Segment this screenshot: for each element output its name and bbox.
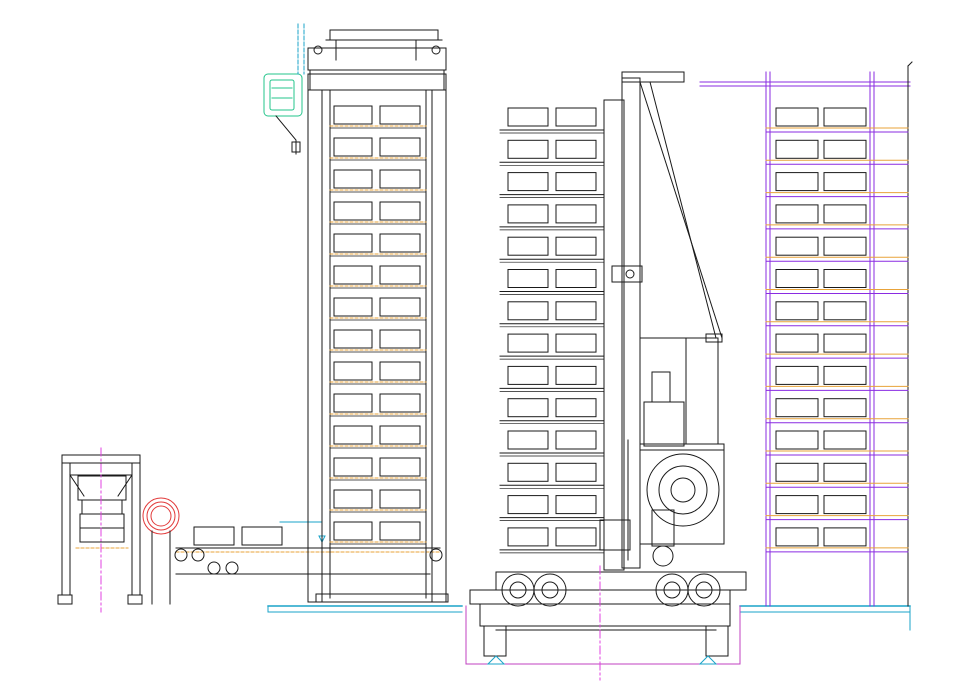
rack-tray-box bbox=[775, 365, 819, 385]
rack-tray-box bbox=[823, 430, 867, 450]
rack-tray-box bbox=[775, 172, 819, 192]
rack-tray-box bbox=[775, 107, 819, 127]
tower-tiers bbox=[329, 105, 427, 545]
stacker-tray-box bbox=[507, 236, 549, 256]
stacker-tray-box bbox=[507, 495, 549, 515]
rack-tray-box bbox=[823, 495, 867, 515]
stacker-tray-box bbox=[507, 269, 549, 288]
stacker-tray-box bbox=[555, 430, 597, 450]
stacker-tray-box bbox=[507, 139, 549, 159]
tower-tray-box bbox=[333, 137, 373, 157]
rack-tray-box bbox=[775, 269, 819, 288]
storage-tower bbox=[307, 29, 449, 603]
stacker-tray-box bbox=[555, 236, 597, 256]
tower-tray-box bbox=[379, 233, 421, 253]
tower-tray-box bbox=[379, 489, 421, 509]
tower-tray-box bbox=[379, 297, 421, 317]
stacker-tray-box bbox=[507, 204, 549, 224]
tower-tray-box bbox=[379, 361, 421, 381]
tower-tray-box bbox=[379, 329, 421, 349]
stacker-tray-box bbox=[555, 462, 597, 482]
rack-tray-box bbox=[775, 204, 819, 224]
tower-tray-box bbox=[333, 393, 373, 413]
rack-tray-box bbox=[823, 365, 867, 385]
tower-tray-box bbox=[379, 521, 421, 541]
stacker-tray-box bbox=[555, 269, 597, 288]
tower-tray-box bbox=[379, 393, 421, 413]
tower-tray-box bbox=[333, 361, 373, 381]
rack-tray-box bbox=[775, 333, 819, 353]
stacker-tray-box bbox=[555, 527, 597, 547]
rack-tray-box bbox=[775, 527, 819, 547]
stacker-tray-box bbox=[555, 365, 597, 385]
stacker-tray-box bbox=[555, 139, 597, 159]
press-machine bbox=[57, 447, 143, 613]
tower-tray-box bbox=[333, 265, 373, 285]
rack-tray-box bbox=[823, 269, 867, 288]
tower-tray-box bbox=[379, 457, 421, 477]
storage-rack bbox=[699, 61, 913, 607]
rack-tray-box bbox=[775, 462, 819, 482]
stacker-tray-box bbox=[507, 172, 549, 192]
rack-tray-box bbox=[823, 204, 867, 224]
tower-tray-box bbox=[333, 297, 373, 317]
rack-tray-box bbox=[823, 301, 867, 321]
tower-tray-box bbox=[333, 457, 373, 477]
stacker-tray-box bbox=[555, 495, 597, 515]
carriage-base bbox=[465, 565, 747, 681]
tower-tray-box bbox=[379, 137, 421, 157]
stacker-tray-box bbox=[555, 172, 597, 192]
tower-tray-box bbox=[333, 201, 373, 221]
rack-tiers bbox=[765, 107, 909, 553]
stacker-tray-box bbox=[507, 527, 549, 547]
tower-tray-box bbox=[333, 521, 373, 541]
rack-tray-box bbox=[823, 462, 867, 482]
floor-line bbox=[267, 605, 911, 631]
rack-tray-box bbox=[823, 172, 867, 192]
lift-mast bbox=[599, 71, 725, 571]
rack-tray-box bbox=[775, 495, 819, 515]
drive-motor-icon bbox=[263, 23, 305, 155]
tower-tray-box bbox=[333, 425, 373, 445]
stacker-tray-box bbox=[507, 365, 549, 385]
stacker-tray-box bbox=[555, 398, 597, 418]
tower-tray-box bbox=[379, 201, 421, 221]
rack-tray-box bbox=[823, 527, 867, 547]
stacker-tray-box bbox=[507, 398, 549, 418]
tower-tray-box bbox=[379, 265, 421, 285]
coil-roller bbox=[142, 497, 180, 605]
stacker-tray-box bbox=[507, 107, 549, 127]
stacker-tray-box bbox=[555, 204, 597, 224]
tower-tray-box bbox=[333, 233, 373, 253]
rack-tray-box bbox=[823, 107, 867, 127]
tower-tray-box bbox=[333, 329, 373, 349]
stacker-tray-box bbox=[555, 107, 597, 127]
rack-tray-box bbox=[775, 398, 819, 418]
rack-tray-box bbox=[823, 333, 867, 353]
rack-tray-box bbox=[823, 236, 867, 256]
stacker-tray-box bbox=[555, 333, 597, 353]
stacker-shelves bbox=[499, 107, 605, 554]
tower-tray-box bbox=[333, 489, 373, 509]
stacker-tray-box bbox=[507, 462, 549, 482]
rack-tray-box bbox=[823, 398, 867, 418]
tower-tray-box bbox=[379, 105, 421, 125]
tower-tray-box bbox=[379, 169, 421, 189]
stacker-tray-box bbox=[507, 301, 549, 321]
tower-tray-box bbox=[333, 169, 373, 189]
tower-tray-box bbox=[333, 105, 373, 125]
rack-tray-box bbox=[775, 301, 819, 321]
stacker-tray-box bbox=[507, 430, 549, 450]
tower-tray-box bbox=[379, 425, 421, 445]
rack-tray-box bbox=[775, 236, 819, 256]
rack-tray-box bbox=[775, 430, 819, 450]
rack-tray-box bbox=[823, 139, 867, 159]
stacker-tray-box bbox=[507, 333, 549, 353]
stacker-tray-box bbox=[555, 301, 597, 321]
rack-tray-box bbox=[775, 139, 819, 159]
